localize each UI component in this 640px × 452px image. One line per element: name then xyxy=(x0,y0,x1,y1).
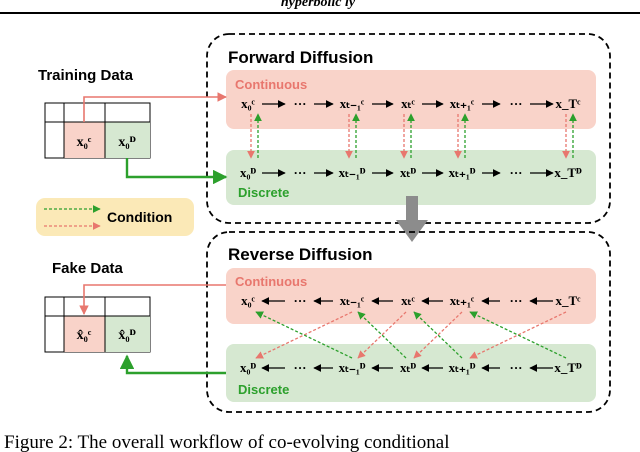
rev-c-node-0: x₀ᶜ xyxy=(241,293,255,308)
training-cell-discrete: x₀ᴰ xyxy=(118,135,135,150)
forward-title: Forward Diffusion xyxy=(228,48,373,67)
fwd-d-node-6: x_Tᴰ xyxy=(554,165,582,180)
forward-continuous-label: Continuous xyxy=(235,77,307,92)
fake-data-title: Fake Data xyxy=(52,260,124,277)
training-data-title: Training Data xyxy=(38,67,134,84)
fake-cell-continuous: x̂₀ᶜ xyxy=(77,328,92,343)
fwd-d-node-1: ··· xyxy=(293,165,306,180)
fwd-d-node-3: xₜᴰ xyxy=(400,165,416,180)
reverse-continuous-label: Continuous xyxy=(235,274,307,289)
rev-d-node-3: xₜᴰ xyxy=(400,360,416,375)
rev-d-node-2: xₜ₋₁ᴰ xyxy=(339,360,366,375)
reverse-diffusion-panel: Reverse Diffusion Continuous Discrete x₀… xyxy=(206,231,611,413)
fwd-d-node-2: xₜ₋₁ᴰ xyxy=(339,165,366,180)
header-fragment: hyperbolic ly xyxy=(281,0,356,10)
condition-legend: Condition xyxy=(36,198,194,236)
forward-discrete-band xyxy=(226,150,596,205)
reverse-discrete-band xyxy=(226,344,596,402)
fwd-c-node-6: x_Tᶜ xyxy=(555,96,581,111)
fwd-c-node-5: ··· xyxy=(509,96,522,111)
forward-diffusion-panel: Forward Diffusion Continuous Discrete x₀… xyxy=(206,33,611,224)
header-rule xyxy=(0,12,640,14)
rev-c-node-2: xₜ₋₁ᶜ xyxy=(340,293,365,308)
forward-condition-arrows xyxy=(247,113,577,159)
fwd-c-node-1: ··· xyxy=(293,96,306,111)
gray-down-arrow xyxy=(396,196,428,242)
rev-c-node-6: x_Tᶜ xyxy=(555,293,581,308)
rev-d-node-4: xₜ₊₁ᴰ xyxy=(449,360,476,375)
rev-d-node-6: x_Tᴰ xyxy=(554,360,582,375)
rev-c-node-5: ··· xyxy=(509,293,522,308)
fwd-c-node-3: xₜᶜ xyxy=(401,96,415,111)
fwd-d-node-0: x₀ᴰ xyxy=(240,165,256,180)
reverse-discrete-label: Discrete xyxy=(238,382,289,397)
fwd-c-node-4: xₜ₊₁ᶜ xyxy=(450,96,475,111)
rev-c-node-4: xₜ₊₁ᶜ xyxy=(450,293,475,308)
reverse-continuous-band xyxy=(226,268,596,324)
fake-cell-discrete: x̂₀ᴰ xyxy=(118,328,135,343)
rev-c-node-1: ··· xyxy=(293,293,306,308)
reverse-condition-arrows xyxy=(255,311,567,359)
forward-continuous-band xyxy=(226,70,596,129)
fake-data-table: x̂₀ᶜ x̂₀ᴰ xyxy=(44,296,151,353)
fwd-d-node-4: xₜ₊₁ᴰ xyxy=(449,165,476,180)
reverse-title: Reverse Diffusion xyxy=(228,245,373,264)
data-flow-connectors xyxy=(79,92,228,375)
training-data-table: x₀ᶜ x₀ᴰ xyxy=(44,102,151,159)
rev-d-node-1: ··· xyxy=(293,360,306,375)
forward-discrete-label: Discrete xyxy=(238,185,289,200)
fwd-d-node-5: ··· xyxy=(509,165,522,180)
fwd-c-node-2: xₜ₋₁ᶜ xyxy=(340,96,365,111)
training-cell-continuous: x₀ᶜ xyxy=(77,135,92,150)
figure-caption: Figure 2: The overall workflow of co-evo… xyxy=(4,432,450,452)
legend-label: Condition xyxy=(107,209,172,225)
rev-d-node-5: ··· xyxy=(509,360,522,375)
fwd-c-node-0: x₀ᶜ xyxy=(241,96,255,111)
rev-d-node-0: x₀ᴰ xyxy=(240,360,256,375)
rev-c-node-3: xₜᶜ xyxy=(401,293,415,308)
